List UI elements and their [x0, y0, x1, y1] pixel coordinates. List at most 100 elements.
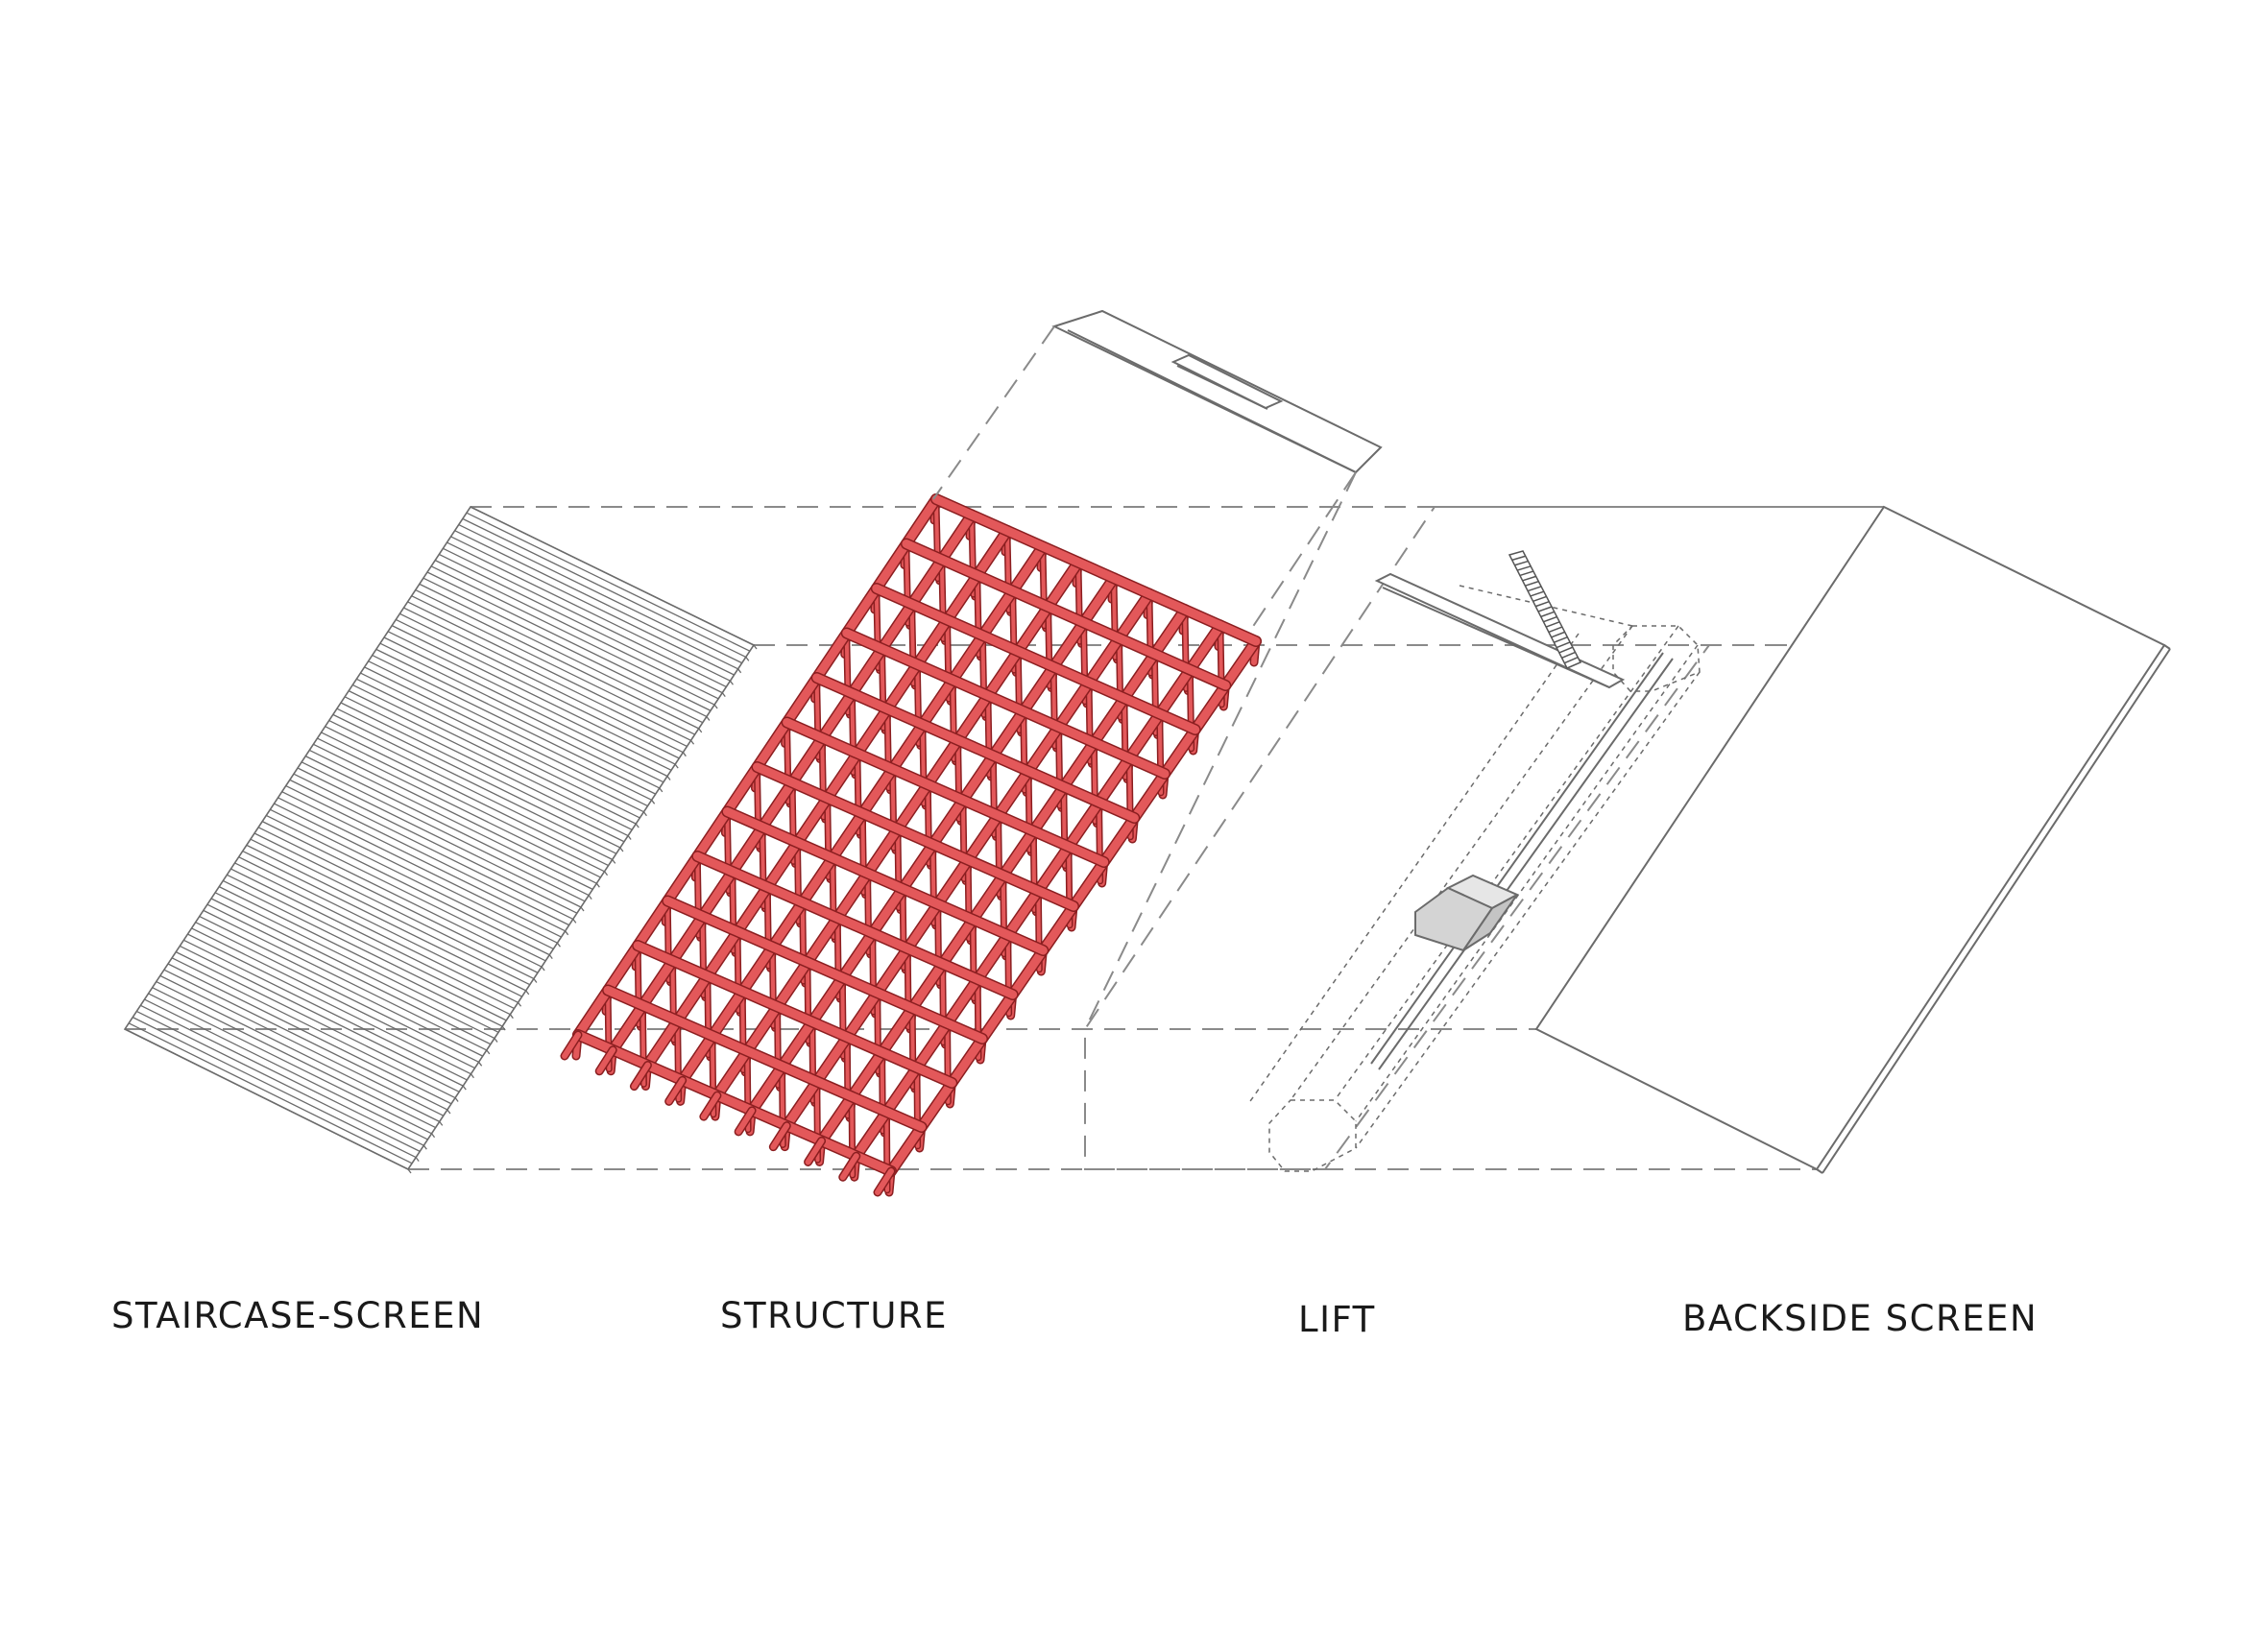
staircase-riser: [651, 799, 656, 804]
staircase-riser: [674, 763, 679, 769]
staircase-tread: [419, 583, 704, 724]
structure-cross-beam: [663, 897, 987, 1044]
lift-car: [1414, 874, 1520, 952]
staircase-tread: [234, 862, 519, 1003]
staircase-tread: [159, 974, 445, 1116]
staircase-riser: [548, 954, 553, 960]
staircase-tread: [289, 779, 574, 920]
staircase-tread: [466, 512, 751, 652]
staircase-tread: [183, 939, 468, 1081]
staircase-tread: [446, 541, 731, 682]
staircase-riser: [415, 1157, 420, 1162]
staircase-tread: [265, 814, 550, 956]
structure-cross-beam: [692, 852, 1018, 999]
lift-stair-tread: [1551, 631, 1565, 638]
staircase-tread: [430, 565, 715, 706]
lift-stair-tread: [1554, 636, 1568, 643]
structure-cross-beam: [842, 629, 1170, 779]
staircase-tread: [372, 654, 657, 795]
staircase-riser: [541, 966, 545, 972]
staircase-tread: [195, 922, 479, 1063]
staircase-tread: [227, 874, 511, 1016]
staircase-tread: [399, 612, 684, 754]
staircase-tread: [407, 601, 691, 741]
staircase-tread: [277, 797, 562, 938]
lift-stair-flight: [1508, 550, 1582, 669]
staircase-tread: [285, 784, 570, 926]
staircase-riser: [642, 811, 647, 817]
staircase-riser: [431, 1133, 436, 1139]
structure-foot: [562, 1032, 581, 1059]
lift-rail: [1370, 652, 1674, 1070]
staircase-tread: [304, 756, 590, 897]
lift-stair-tread: [1522, 575, 1536, 582]
staircase-tread: [163, 969, 448, 1111]
lift-stair-tread: [1527, 586, 1542, 592]
staircase-riser: [525, 990, 530, 996]
structure-cross-beam: [783, 718, 1109, 867]
staircase-riser: [612, 858, 616, 864]
staircase-tread: [250, 838, 535, 980]
structure-foot: [805, 1138, 825, 1165]
staircase-tread: [438, 553, 723, 694]
projection-lift: [1084, 471, 1357, 1030]
staircase-tread: [246, 844, 531, 986]
staircase-tread: [124, 1028, 409, 1170]
staircase-tread: [411, 595, 695, 735]
staircase-tread: [336, 708, 621, 849]
staircase-riser: [713, 704, 718, 709]
backside-panel-thickness: [2163, 644, 2171, 650]
staircase-riser: [635, 823, 639, 828]
backside-panel-thickness-bottom: [1816, 1168, 1823, 1174]
staircase-tread: [313, 743, 597, 884]
staircase-tread: [375, 648, 661, 789]
roof-cap-edge: [1067, 329, 1357, 473]
staircase-tread: [128, 1022, 413, 1164]
staircase-tread: [426, 571, 712, 711]
staircase-tread: [253, 832, 539, 973]
structure-foot: [631, 1062, 651, 1090]
staircase-riser: [518, 1001, 522, 1007]
structure-foot: [596, 1046, 616, 1074]
staircase-riser: [533, 978, 538, 983]
structure-frame: [560, 493, 1262, 1197]
lift-stair-tread: [1535, 601, 1550, 608]
projection-right: [1247, 471, 1357, 635]
structure-foot: [736, 1107, 756, 1135]
staircase-tread: [210, 898, 495, 1040]
staircase-riser: [454, 1097, 459, 1102]
staircase-tread: [391, 625, 676, 765]
staircase-tread: [364, 666, 648, 807]
staircase-tread: [458, 523, 743, 664]
staircase-screen-panel: [123, 505, 758, 1174]
staircase-tread: [356, 678, 640, 819]
structure-cross-beam: [603, 986, 927, 1132]
staircase-tread: [199, 915, 484, 1057]
structure-cross-beam: [633, 941, 956, 1088]
staircase-riser: [501, 1025, 506, 1031]
staircase-tread: [144, 998, 428, 1140]
staircase-riser: [580, 906, 585, 912]
staircase-tread: [321, 732, 605, 873]
staircase-tread: [328, 719, 614, 860]
staircase-tread: [308, 749, 593, 890]
projection-left: [932, 325, 1055, 500]
staircase-tread: [203, 909, 488, 1051]
staircase-tread: [301, 761, 586, 902]
staircase-tread: [148, 993, 432, 1135]
backside-screen-panel: [1534, 505, 2171, 1174]
staircase-tread: [443, 547, 727, 688]
staircase-tread: [450, 536, 735, 676]
lift-stair-tread: [1563, 657, 1579, 664]
lift-stair-tread: [1548, 626, 1563, 634]
lift-stair-tread: [1558, 646, 1574, 654]
staircase-riser: [407, 1168, 412, 1174]
staircase-riser: [604, 871, 609, 876]
staircase-tread: [344, 696, 629, 837]
staircase-tread: [206, 903, 492, 1045]
lift-stair-tread: [1556, 641, 1571, 649]
staircase-tread: [348, 690, 633, 830]
staircase-tread: [387, 631, 672, 771]
staircase-tread: [403, 607, 688, 748]
